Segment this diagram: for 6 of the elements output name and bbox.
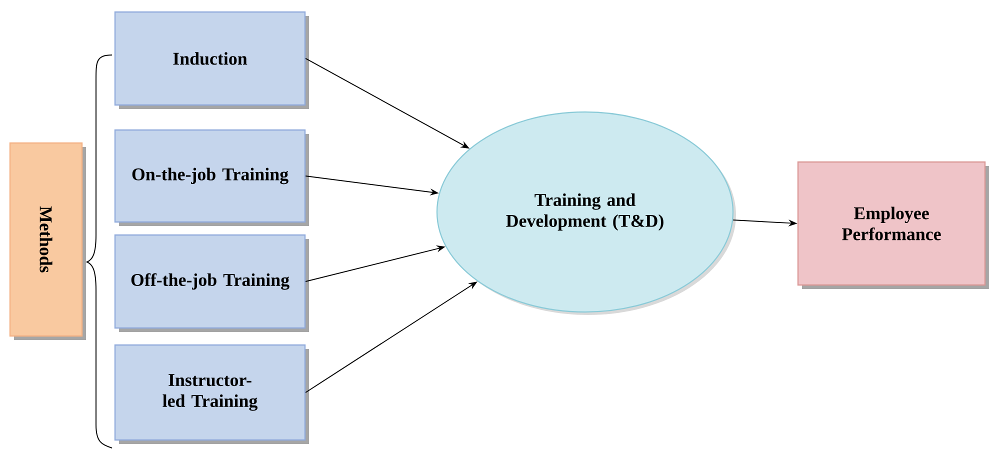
- method-box: On-the-job Training: [114, 129, 309, 226]
- method-box: Induction: [114, 11, 309, 109]
- method-box: Off-the-job Training: [114, 234, 309, 332]
- methods-box: Methods: [9, 142, 86, 340]
- result-box: Employee Performance: [797, 161, 989, 289]
- method-box: Instructor-led Training: [114, 344, 309, 444]
